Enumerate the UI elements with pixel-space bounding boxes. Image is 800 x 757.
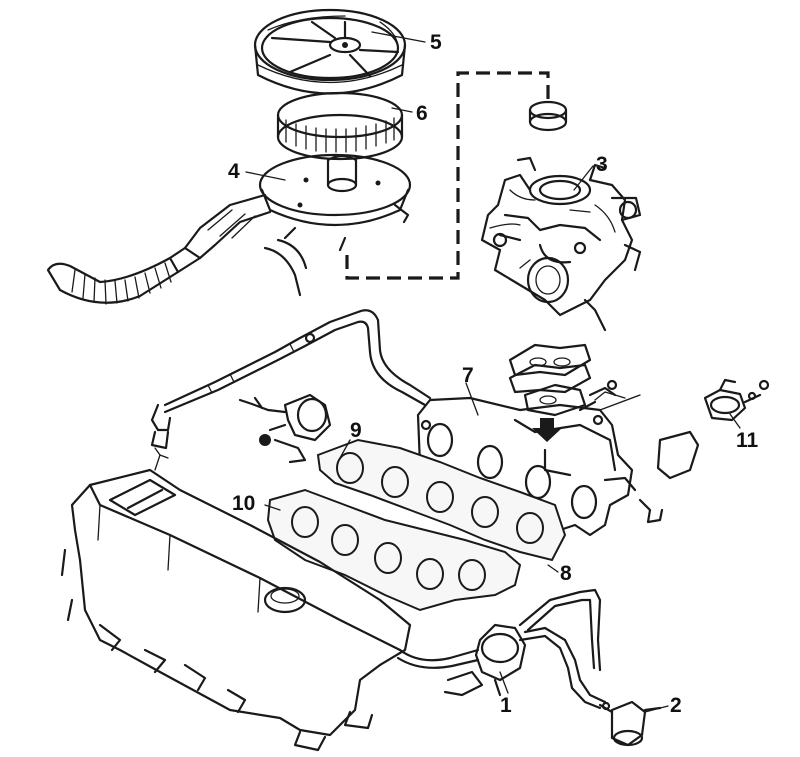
vacuum-hose (150, 309, 432, 450)
upper-manifold-gasket (316, 438, 567, 562)
fuel-pump (396, 588, 607, 710)
callout-8: 8 (560, 562, 572, 585)
callout-11: 11 (736, 429, 759, 452)
fuel-filter (598, 700, 662, 747)
air-cleaner-lid (253, 8, 407, 95)
air-cleaner-housing (46, 153, 412, 305)
lower-manifold-gasket (266, 488, 522, 612)
leader-lines (245, 31, 741, 713)
callout-2: 2 (670, 694, 682, 717)
carburetor-spacer-stack (508, 343, 618, 417)
callout-6: 6 (416, 102, 428, 125)
routing-dash-line (345, 71, 550, 280)
callout-labels: 5 6 3 4 7 9 11 10 8 1 2 (228, 31, 759, 717)
cylinder-head (60, 447, 412, 752)
callout-1: 1 (500, 694, 512, 717)
carburetor-seal (528, 100, 568, 132)
callout-5: 5 (430, 31, 442, 54)
callout-3: 3 (596, 153, 608, 176)
callout-7: 7 (462, 364, 474, 387)
air-filter-element (276, 91, 404, 161)
callout-9: 9 (350, 419, 362, 442)
vacuum-actuator (238, 393, 332, 464)
mounting-arrow (532, 418, 562, 442)
thermo-sensor (703, 378, 770, 422)
carburetor (480, 156, 642, 332)
callout-10: 10 (232, 492, 255, 515)
callout-4: 4 (228, 160, 240, 183)
